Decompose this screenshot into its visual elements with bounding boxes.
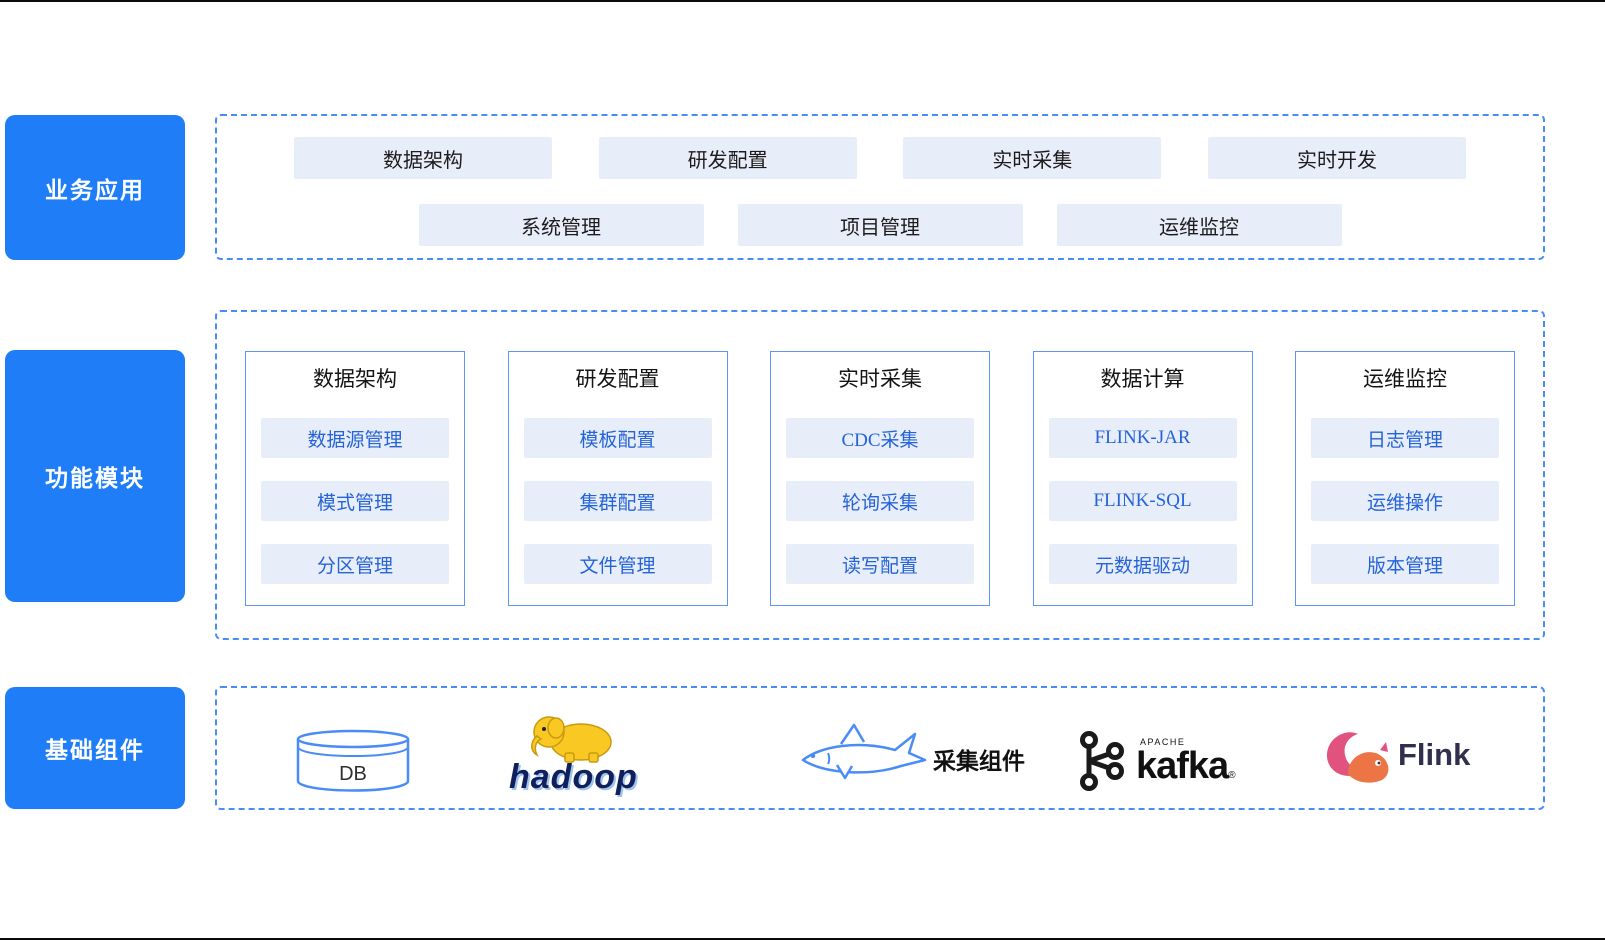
module-items: CDC采集 轮询采集 读写配置 [771,418,989,584]
layer-label-components: 基础组件 [5,687,185,809]
module-item: 版本管理 [1311,544,1499,584]
layer-label-modules: 功能模块 [5,350,185,602]
module-items: FLINK-JAR FLINK-SQL 元数据驱动 [1034,418,1252,584]
module-items: 模板配置 集群配置 文件管理 [509,418,727,584]
flink-label: Flink [1398,737,1471,772]
business-row-1: 数据架构 研发配置 实时采集 实时开发 [294,137,1466,179]
flink-squirrel-icon [1326,732,1389,783]
module-item: FLINK-JAR [1048,418,1237,458]
business-item-realtime-collect: 实时采集 [903,137,1162,179]
shark-icon [801,723,927,780]
flink-component: Flink [1322,724,1470,786]
module-item: 读写配置 [786,544,974,584]
collector-label: 采集组件 [933,748,1025,774]
kafka-apache-label: APACHE [1140,736,1186,747]
db-label: DB [339,763,367,785]
business-row-2: 系统管理 项目管理 运维监控 [294,204,1466,246]
kafka-component: APACHE kafka ® [1074,730,1236,792]
business-item-data-architecture: 数据架构 [294,137,552,179]
business-item-ops-monitor: 运维监控 [1056,204,1342,246]
module-item: 文件管理 [523,544,712,584]
module-column-data-architecture: 数据架构 数据源管理 模式管理 分区管理 [245,351,465,606]
module-column-dev-config: 研发配置 模板配置 集群配置 文件管理 [507,351,728,606]
module-column-title: 实时采集 [838,367,922,391]
business-item-realtime-dev: 实时开发 [1207,137,1466,179]
module-item: CDC采集 [786,418,974,458]
kafka-trademark: ® [1228,769,1236,781]
module-item: 轮询采集 [786,481,974,521]
module-column-title: 数据架构 [313,367,397,391]
kafka-label: kafka [1136,744,1229,787]
module-item: FLINK-SQL [1048,481,1237,521]
module-column-title: 研发配置 [575,367,660,391]
module-item: 分区管理 [261,544,449,584]
kafka-wordmark: APACHE kafka ® [1136,736,1236,787]
module-item: 模式管理 [261,481,449,521]
db-component: DB [295,728,411,792]
module-column-title: 数据计算 [1100,367,1185,391]
hadoop-elephant-icon [531,716,613,763]
function-modules-box: 数据架构 数据源管理 模式管理 分区管理 研发配置 模板配置 集群配置 文件管理… [215,310,1545,640]
hadoop-label: hadoop [509,758,638,796]
module-column-title: 运维监控 [1363,367,1447,391]
database-icon: DB [296,729,410,792]
hadoop-component: hadoop [509,710,638,797]
kafka-icon [1080,731,1124,791]
module-item: 元数据驱动 [1048,544,1237,584]
module-column-data-compute: 数据计算 FLINK-JAR FLINK-SQL 元数据驱动 [1032,351,1253,606]
module-items: 数据源管理 模式管理 分区管理 [246,418,464,584]
module-item: 集群配置 [523,481,712,521]
business-item-project-mgmt: 项目管理 [737,204,1023,246]
collector-component: 采集组件 [797,720,1025,782]
module-item: 数据源管理 [261,418,449,458]
base-components-box: DB hadoop [215,686,1545,810]
business-item-system-mgmt: 系统管理 [418,204,704,246]
module-item: 模板配置 [523,418,712,458]
module-items: 日志管理 运维操作 版本管理 [1296,418,1514,584]
module-column-realtime-collect: 实时采集 CDC采集 轮询采集 读写配置 [770,351,990,606]
business-apps-box: 数据架构 研发配置 实时采集 实时开发 系统管理 项目管理 运维监控 [215,114,1545,260]
module-columns: 数据架构 数据源管理 模式管理 分区管理 研发配置 模板配置 集群配置 文件管理… [245,351,1515,606]
business-item-dev-config: 研发配置 [598,137,857,179]
module-column-ops-monitor: 运维监控 日志管理 运维操作 版本管理 [1295,351,1515,606]
module-item: 日志管理 [1311,418,1499,458]
layer-label-business: 业务应用 [5,115,185,260]
module-item: 运维操作 [1311,481,1499,521]
